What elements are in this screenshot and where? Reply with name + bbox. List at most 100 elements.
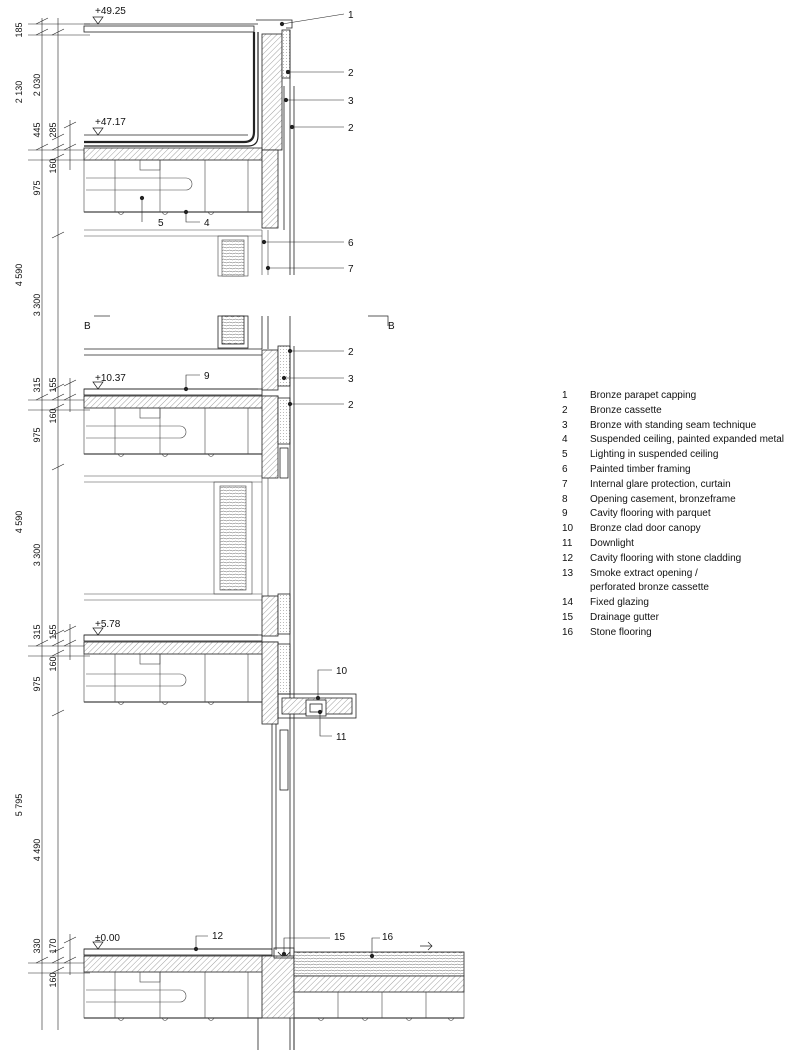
legend-item: 16 Stone flooring: [562, 626, 794, 641]
legend-item-label: Cavity flooring with parquet: [590, 508, 711, 520]
suspended-ceiling-low: [83, 653, 263, 705]
floor-5-78: [83, 593, 357, 950]
dimension-labels-outer: 185 2 130 4 590 4 590 5 795: [14, 22, 24, 816]
legend-item-number: 12: [562, 552, 574, 564]
legend-item-label: Stone flooring: [590, 626, 652, 638]
legend-item-number: [562, 581, 590, 596]
dim-outer-3: 4 590: [14, 511, 24, 534]
callout-2c: 2: [348, 347, 354, 358]
legend-item-number: 9: [562, 508, 568, 520]
legend-item-number: 4: [562, 434, 568, 446]
dimension-labels-inner: 2 030 445 285 160 975 3 300 315 155 160 …: [32, 74, 58, 988]
legend-item-label: Smoke extract opening /: [590, 567, 698, 579]
legend-item-label: Internal glare protection, curtain: [590, 478, 731, 490]
callout-2b: 2: [348, 123, 354, 134]
dim-inner-12: 155: [48, 624, 58, 639]
legend: 1 Bronze parapet capping 2 Bronze cassette 3…: [562, 389, 794, 641]
legend-item-label: Bronze clad door canopy: [590, 523, 701, 535]
legend-item-number: 11: [562, 537, 573, 549]
dim-outer-0: 185: [14, 22, 24, 37]
callout-leaders: [139, 13, 380, 959]
callout-3a: 3: [348, 96, 354, 107]
legend-item: 14 Fixed glazing: [562, 596, 794, 611]
legend-item-number: 5: [562, 449, 568, 461]
section-marker-right: B: [388, 321, 395, 332]
section-marker: [94, 315, 389, 326]
legend-item-number: 14: [562, 597, 574, 609]
legend-item: 15 Drainage gutter: [562, 611, 794, 626]
dim-inner-16: 330: [32, 938, 42, 953]
legend-item-number: 6: [562, 463, 568, 475]
roof-parapet: [83, 19, 295, 275]
legend-item-label: Suspended ceiling, painted expanded meta…: [590, 434, 785, 446]
legend-item-label: Drainage gutter: [590, 611, 659, 623]
callout-numbers: 1 2 3 2 5 4 6 7 2 3 9 2 10 11 15 16 12: [158, 10, 394, 943]
dim-inner-6: 315: [32, 377, 42, 392]
level-0-00: ±0.00: [95, 933, 120, 944]
dim-inner-10: 3 300: [32, 544, 42, 567]
legend-item: 10 Bronze clad door canopy: [562, 522, 794, 537]
callout-1: 1: [348, 10, 354, 21]
legend-item-number: 2: [562, 404, 568, 416]
legend-item-label: Lighting in suspended ceiling: [590, 449, 719, 461]
callout-7: 7: [348, 264, 354, 275]
legend-item-number: 16: [562, 626, 574, 638]
level-10-37: +10.37: [95, 373, 126, 384]
legend-item: 4 Suspended ceiling, painted expanded met…: [562, 433, 794, 448]
legend-item-label: Bronze with standing seam technique: [590, 419, 757, 431]
callout-10: 10: [336, 666, 348, 677]
dimension-chain: [28, 17, 90, 1030]
legend-item-label: Bronze cassette: [590, 404, 662, 416]
legend-item-number: 13: [562, 567, 574, 579]
callout-5: 5: [158, 218, 164, 229]
legend-item-number: 7: [562, 478, 568, 490]
dim-outer-1: 2 130: [14, 81, 24, 104]
legend-item: 2 Bronze cassette: [562, 404, 794, 419]
callout-4: 4: [204, 218, 210, 229]
legend-item-number: 3: [562, 419, 568, 431]
level-49-25: +49.25: [95, 6, 126, 17]
legend-item: 13 Smoke extract opening /: [562, 567, 794, 582]
legend-item: 7 Internal glare protection, curtain: [562, 478, 794, 493]
dim-inner-17: 170: [48, 938, 58, 953]
legend-item-number: 10: [562, 523, 574, 535]
legend-item-label: Bronze parapet capping: [590, 390, 697, 401]
legend-item-label: Cavity flooring with stone cladding: [590, 552, 742, 564]
callout-2d: 2: [348, 400, 354, 411]
dim-inner-5: 3 300: [32, 294, 42, 317]
callout-16: 16: [382, 932, 394, 943]
legend-item: 5 Lighting in suspended ceiling: [562, 448, 794, 463]
level-5-78: +5.78: [95, 619, 121, 630]
dim-inner-13: 160: [48, 656, 58, 671]
legend-item-label: Fixed glazing: [590, 597, 649, 609]
dim-inner-0: 2 030: [32, 74, 42, 97]
legend-item: 8 Opening casement, bronzeframe: [562, 493, 794, 508]
legend-item-label: perforated bronze cassette: [590, 582, 709, 594]
legend-item: 9 Cavity flooring with parquet: [562, 507, 794, 522]
legend-item: 1 Bronze parapet capping: [562, 389, 794, 404]
callout-12: 12: [212, 931, 224, 942]
legend-item: 3 Bronze with standing seam technique: [562, 419, 794, 434]
legend-item-number: 15: [562, 611, 574, 623]
section-marker-left: B: [84, 321, 91, 332]
callout-15: 15: [334, 932, 346, 943]
suspended-ceiling-mid: [83, 407, 269, 601]
suspended-ceiling-top: [83, 159, 269, 277]
dim-outer-4: 5 795: [14, 794, 24, 817]
legend-item: 12 Cavity flooring with stone cladding: [562, 552, 794, 567]
dim-inner-9: 975: [32, 427, 42, 442]
dim-inner-11: 315: [32, 624, 42, 639]
legend-item-label: Opening casement, bronzeframe: [590, 493, 736, 505]
dim-inner-8: 160: [48, 408, 58, 423]
dim-inner-14: 975: [32, 676, 42, 691]
legend-item-number: 8: [562, 493, 568, 505]
dim-inner-18: 160: [48, 972, 58, 987]
callout-6: 6: [348, 238, 354, 249]
dim-inner-4: 975: [32, 180, 42, 195]
callout-11: 11: [336, 732, 347, 743]
dim-inner-2: 285: [48, 122, 58, 137]
legend-item-number: 1: [562, 390, 568, 401]
